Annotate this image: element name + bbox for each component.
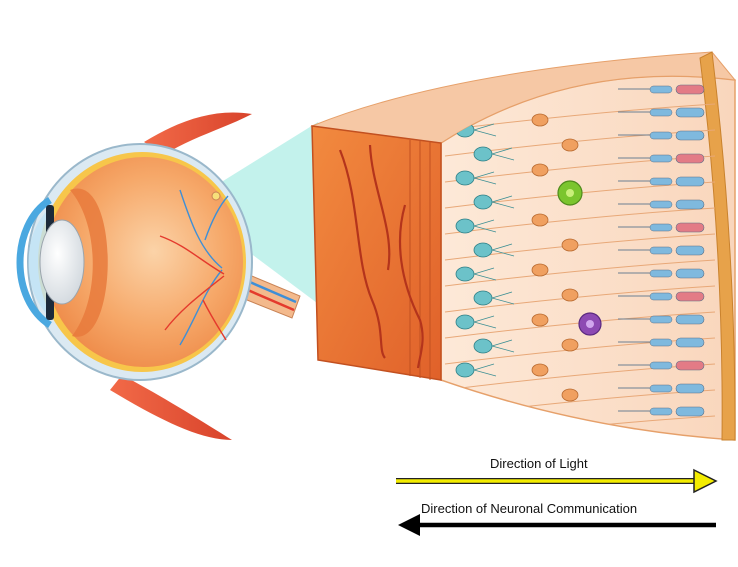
bipolar-cell xyxy=(531,163,549,177)
photoreceptor-segment xyxy=(649,223,673,232)
photoreceptor-segment xyxy=(649,269,673,278)
bipolar-cell xyxy=(561,238,579,252)
ganglion-cell xyxy=(455,314,475,330)
light-arrow-label: Direction of Light xyxy=(490,456,588,471)
cone-cell xyxy=(675,130,705,141)
retinal-vessels xyxy=(159,189,229,346)
ganglion-dendrite xyxy=(491,243,515,257)
photoreceptor-segment xyxy=(649,131,673,140)
ganglion-dendrite xyxy=(473,363,497,377)
cone-cell xyxy=(675,176,705,187)
axon-line xyxy=(444,285,716,313)
photoreceptor-segment xyxy=(649,85,673,94)
bipolar-cell xyxy=(561,138,579,152)
bipolar-cell xyxy=(561,288,579,302)
horizontal-cell-nucleus xyxy=(566,189,574,197)
ganglion-cell xyxy=(473,242,493,258)
bipolar-cell xyxy=(531,363,549,377)
photoreceptor-segment xyxy=(649,292,673,301)
bipolar-cell xyxy=(561,338,579,352)
cone-cell xyxy=(675,406,705,417)
photoreceptor-segment xyxy=(649,384,673,393)
ganglion-dendrite xyxy=(473,171,497,185)
retina-block xyxy=(310,51,737,441)
axon-line xyxy=(444,103,716,131)
cornea xyxy=(16,197,53,328)
ganglion-dendrite xyxy=(473,315,497,329)
cone-cell xyxy=(675,337,705,348)
photoreceptor-segment xyxy=(649,246,673,255)
photoreceptor-segment xyxy=(649,154,673,163)
cone-cell xyxy=(675,199,705,210)
ganglion-cell xyxy=(455,266,475,282)
cone-cell xyxy=(675,245,705,256)
ganglion-dendrite xyxy=(491,195,515,209)
ganglion-cell xyxy=(455,170,475,186)
ganglion-cell xyxy=(473,338,493,354)
pigment-epithelium xyxy=(699,51,736,441)
photoreceptor-segment xyxy=(649,200,673,209)
lens xyxy=(39,219,85,305)
ganglion-dendrite xyxy=(491,339,515,353)
bipolar-cell xyxy=(531,313,549,327)
cone-cell xyxy=(675,383,705,394)
neuronal-direction-arrow xyxy=(398,514,716,536)
rod-cell xyxy=(675,291,705,302)
ganglion-dendrite xyxy=(473,219,497,233)
ganglion-cell xyxy=(455,362,475,378)
ganglion-cell xyxy=(473,146,493,162)
retina-front-face xyxy=(311,125,442,381)
rod-cell xyxy=(675,360,705,371)
bipolar-cell xyxy=(561,388,579,402)
rod-cell xyxy=(675,153,705,164)
bipolar-cell xyxy=(531,213,549,227)
photoreceptor-segment xyxy=(649,361,673,370)
ganglion-dendrite xyxy=(491,147,515,161)
bipolar-cell xyxy=(531,263,549,277)
ganglion-cell xyxy=(473,290,493,306)
bipolar-cell xyxy=(531,113,549,127)
ganglion-dendrite xyxy=(473,267,497,281)
cone-cell xyxy=(675,314,705,325)
inferior-muscle xyxy=(110,375,232,440)
axon-line xyxy=(444,259,716,287)
photoreceptor-segment xyxy=(649,177,673,186)
superior-muscle xyxy=(144,112,252,155)
amacrine-cell-nucleus xyxy=(586,320,594,328)
ganglion-cell xyxy=(455,218,475,234)
ganglion-cell xyxy=(473,194,493,210)
neuronal-arrow-label: Direction of Neuronal Communication xyxy=(421,501,638,516)
photoreceptor-segment xyxy=(649,407,673,416)
photoreceptor-segment xyxy=(649,315,673,324)
face-vessels xyxy=(338,144,424,369)
photoreceptor-segment xyxy=(649,338,673,347)
rod-cell xyxy=(675,84,705,95)
light-direction-arrow xyxy=(396,468,718,494)
eyeball xyxy=(16,143,253,381)
cone-cell xyxy=(675,268,705,279)
ganglion-dendrite xyxy=(473,123,497,137)
cone-cell xyxy=(675,107,705,118)
rod-cell xyxy=(675,222,705,233)
ganglion-dendrite xyxy=(491,291,515,305)
axon-line xyxy=(444,207,716,235)
photoreceptor-segment xyxy=(649,108,673,117)
